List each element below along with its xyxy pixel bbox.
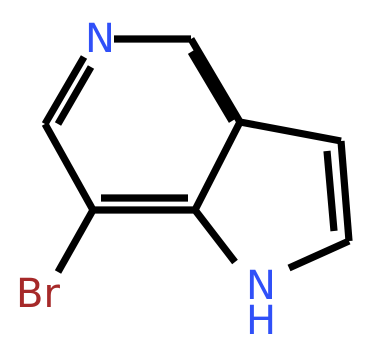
bond-pyrrole-n-c7a <box>192 207 238 265</box>
bond-pyridine-c4-c3a-inner <box>187 50 236 123</box>
pyrrole-nitrogen-label: N <box>246 263 276 309</box>
pyridine-nitrogen-label: N <box>85 16 115 62</box>
bromine-label: Br <box>16 271 60 317</box>
bond-pyrrole-c2-n <box>287 237 351 272</box>
bond-pyridine-c6-n <box>41 55 88 126</box>
bond-bromine <box>54 208 97 274</box>
bond-pyrrole-c3-c2 <box>337 140 353 242</box>
bond-pyrrole-c3a-c3 <box>239 118 342 145</box>
bond-pyridine-c7-c6 <box>41 122 97 212</box>
bond-pyridine-c3a-c7a <box>191 120 244 212</box>
bond-pyrrole-c3-c2-inner <box>323 150 338 232</box>
bond-pyridine-c6-n-inner <box>54 65 95 126</box>
pyrrole-hydrogen-label: H <box>246 298 276 344</box>
bond-pyridine-c4-c3a <box>187 37 244 124</box>
